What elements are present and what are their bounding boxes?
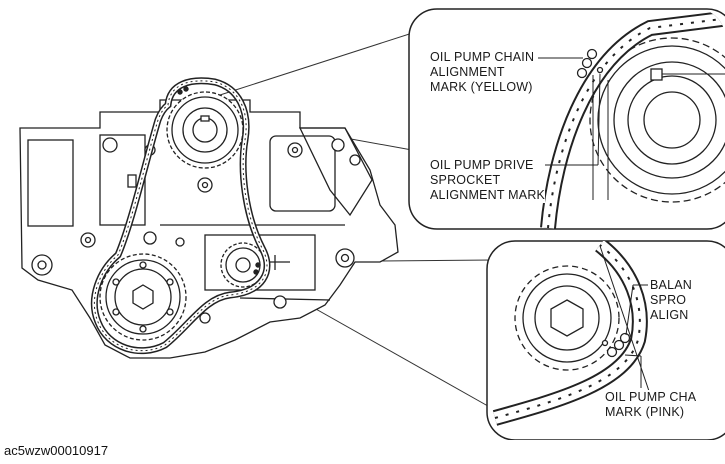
label-oil-pump-drive-sprocket-alignment-mark: OIL PUMP DRIVE SPROCKET ALIGNMENT MARK (430, 158, 546, 203)
label-oil-pump-chain-mark-pink: OIL PUMP CHA MARK (PINK) (605, 390, 697, 420)
oil-pump-sprocket (220, 242, 266, 288)
label-balancer-sprocket-alignment-mark: BALAN SPRO ALIGN (650, 278, 692, 323)
upper-drive-sprocket (166, 91, 244, 169)
balancer-sprocket (99, 253, 187, 341)
oil-pump-chain-diagram (19, 8, 725, 440)
label-oil-pump-chain-alignment-mark-yellow: OIL PUMP CHAIN ALIGNMENT MARK (YELLOW) (430, 50, 535, 95)
oil-pump-chain (90, 77, 271, 355)
figure-id-caption: ac5wzw00010917 (4, 443, 109, 458)
